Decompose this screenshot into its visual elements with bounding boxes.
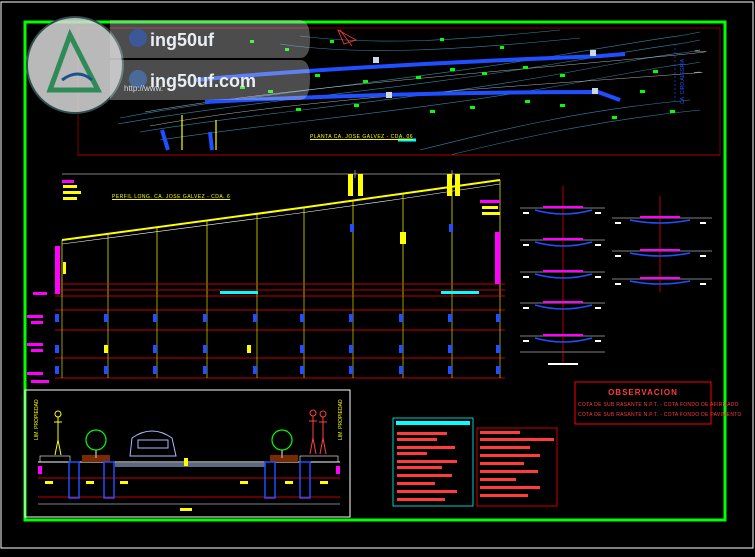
manholes — [373, 50, 598, 98]
pedestrian-left-icon — [54, 410, 62, 456]
watermark-banner-top — [110, 20, 310, 58]
plan-markers — [240, 38, 675, 119]
section-pipes — [534, 209, 691, 343]
plan-view — [77, 27, 721, 156]
section-viewport — [24, 389, 351, 518]
pedestrians-right-icon — [309, 409, 327, 455]
pipe-lines — [160, 52, 626, 151]
tree-right — [271, 429, 293, 458]
road-edges — [144, 49, 707, 127]
street-section — [24, 389, 351, 518]
observacion-title: OBSERVACION — [608, 388, 678, 397]
north-arrow — [337, 29, 357, 47]
observacion-line-2: COTA DE SUB RASANTE N.P.T. - COTA FONDO … — [578, 412, 742, 418]
legend-table-right — [476, 427, 558, 507]
plan-title: PLANTA CA. JOSE GALVEZ - CDA. 06 — [310, 134, 414, 140]
cross-sections — [520, 186, 712, 365]
tree-left — [85, 429, 107, 458]
profile-view — [27, 170, 505, 383]
observacion-line-1: COTA DE SUB RASANTE N.P.T. - COTA FONDO … — [578, 402, 739, 408]
watermark-sub: http://www. — [124, 84, 164, 93]
facebook-icon — [129, 29, 147, 47]
section-label-left: LIM. PROPIEDAD — [34, 399, 40, 440]
globe-icon — [129, 70, 147, 88]
profile-blue-marks — [350, 224, 453, 232]
watermark-line-1: ing50uf — [150, 30, 215, 50]
section-label-right: LIM. PROPIEDAD — [338, 399, 344, 440]
profile-labels — [63, 174, 500, 244]
car-icon — [129, 430, 177, 457]
drawing-frame — [23, 20, 727, 522]
profile-ground — [61, 179, 501, 241]
watermark — [26, 16, 310, 114]
watermark-banner-bottom — [110, 60, 310, 100]
observacion-box — [574, 381, 712, 425]
logo-icon — [46, 28, 103, 93]
side-street-label: CA. CIRO ALEGRIA — [680, 58, 686, 104]
legend-table-left — [392, 417, 474, 507]
watermark-line-2: ing50uf.com — [150, 71, 257, 91]
profile-title: PERFIL LONG. CA. JOSE GALVEZ - CDA. 6 — [112, 194, 231, 200]
data-band-verticals — [61, 296, 501, 378]
profile-baselines — [55, 283, 505, 297]
profile-magenta-marks — [27, 180, 500, 383]
logo-badge — [26, 16, 124, 114]
profile-stations — [61, 180, 501, 296]
data-band — [55, 309, 505, 379]
poles — [181, 115, 217, 150]
